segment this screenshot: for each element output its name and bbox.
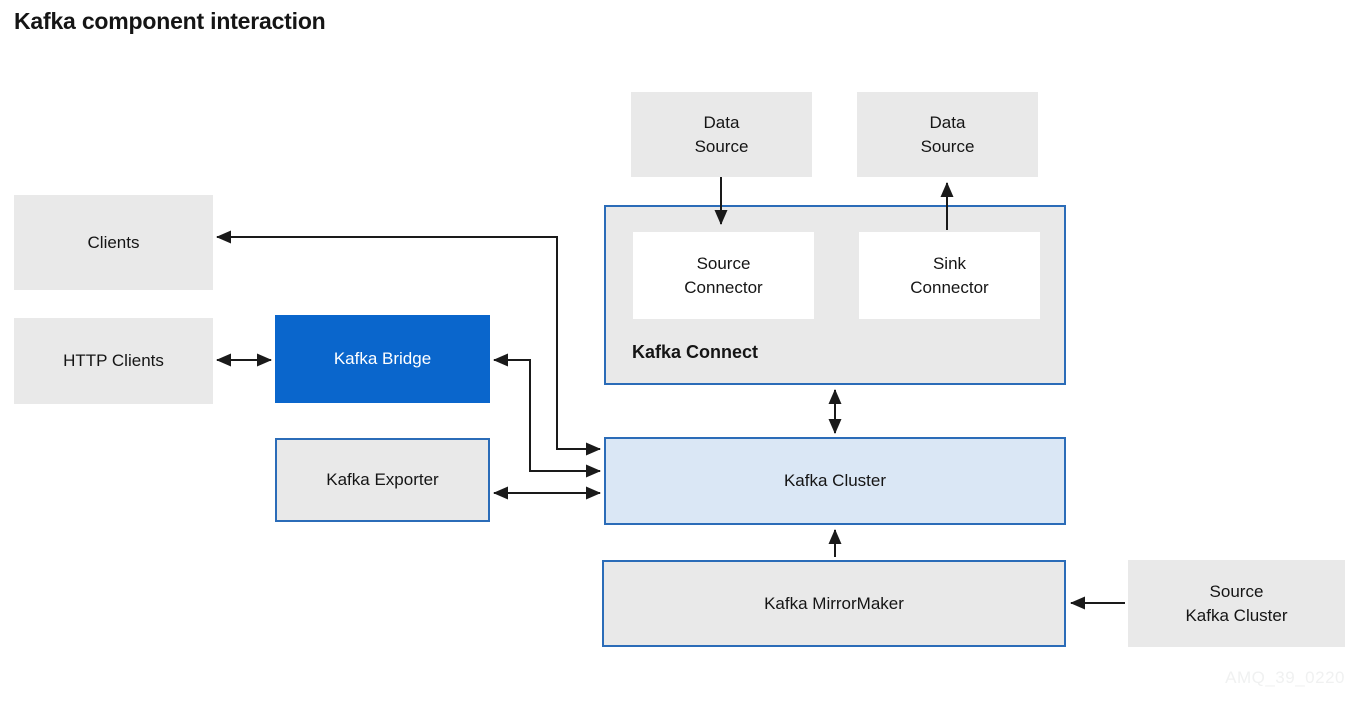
node-clients-label: Clients — [87, 232, 140, 252]
watermark-text: AMQ_39_0220 — [1225, 668, 1345, 687]
node-data-source-left-label: Data Source — [694, 112, 749, 156]
node-kafka-bridge: Kafka Bridge — [275, 315, 490, 403]
node-kafka-mirrormaker: Kafka MirrorMaker — [602, 560, 1066, 647]
node-source-kafka-cluster: Source Kafka Cluster — [1128, 560, 1345, 647]
diagram-title: Kafka component interaction — [14, 8, 326, 34]
node-sink-connector: Sink Connector — [859, 232, 1040, 319]
node-kafka-mirrormaker-label: Kafka MirrorMaker — [764, 593, 904, 613]
node-source-connector: Source Connector — [633, 232, 814, 319]
node-clients: Clients — [14, 195, 213, 290]
node-http-clients-label: HTTP Clients — [63, 351, 164, 371]
node-kafka-bridge-label: Kafka Bridge — [333, 349, 432, 369]
node-kafka-exporter-label: Kafka Exporter — [326, 470, 439, 490]
node-data-source-right: Data Source — [857, 92, 1038, 177]
node-source-connector-label: Source Connector — [684, 253, 763, 297]
node-sink-connector-label: Sink Connector — [910, 253, 989, 297]
node-data-source-left: Data Source — [631, 92, 812, 177]
node-kafka-connect: Source Connector Sink Connector Kafka Co… — [604, 205, 1066, 385]
node-kafka-cluster-label: Kafka Cluster — [783, 471, 887, 491]
node-kafka-exporter: Kafka Exporter — [275, 438, 490, 522]
node-source-kafka-cluster-label: Source Kafka Cluster — [1185, 581, 1288, 625]
node-http-clients: HTTP Clients — [14, 318, 213, 404]
node-kafka-cluster: Kafka Cluster — [604, 437, 1066, 525]
node-kafka-connect-label: Kafka Connect — [632, 341, 759, 362]
edge-kafka-bridge-kafka-cluster — [493, 353, 601, 478]
node-data-source-right-label: Data Source — [920, 112, 975, 156]
